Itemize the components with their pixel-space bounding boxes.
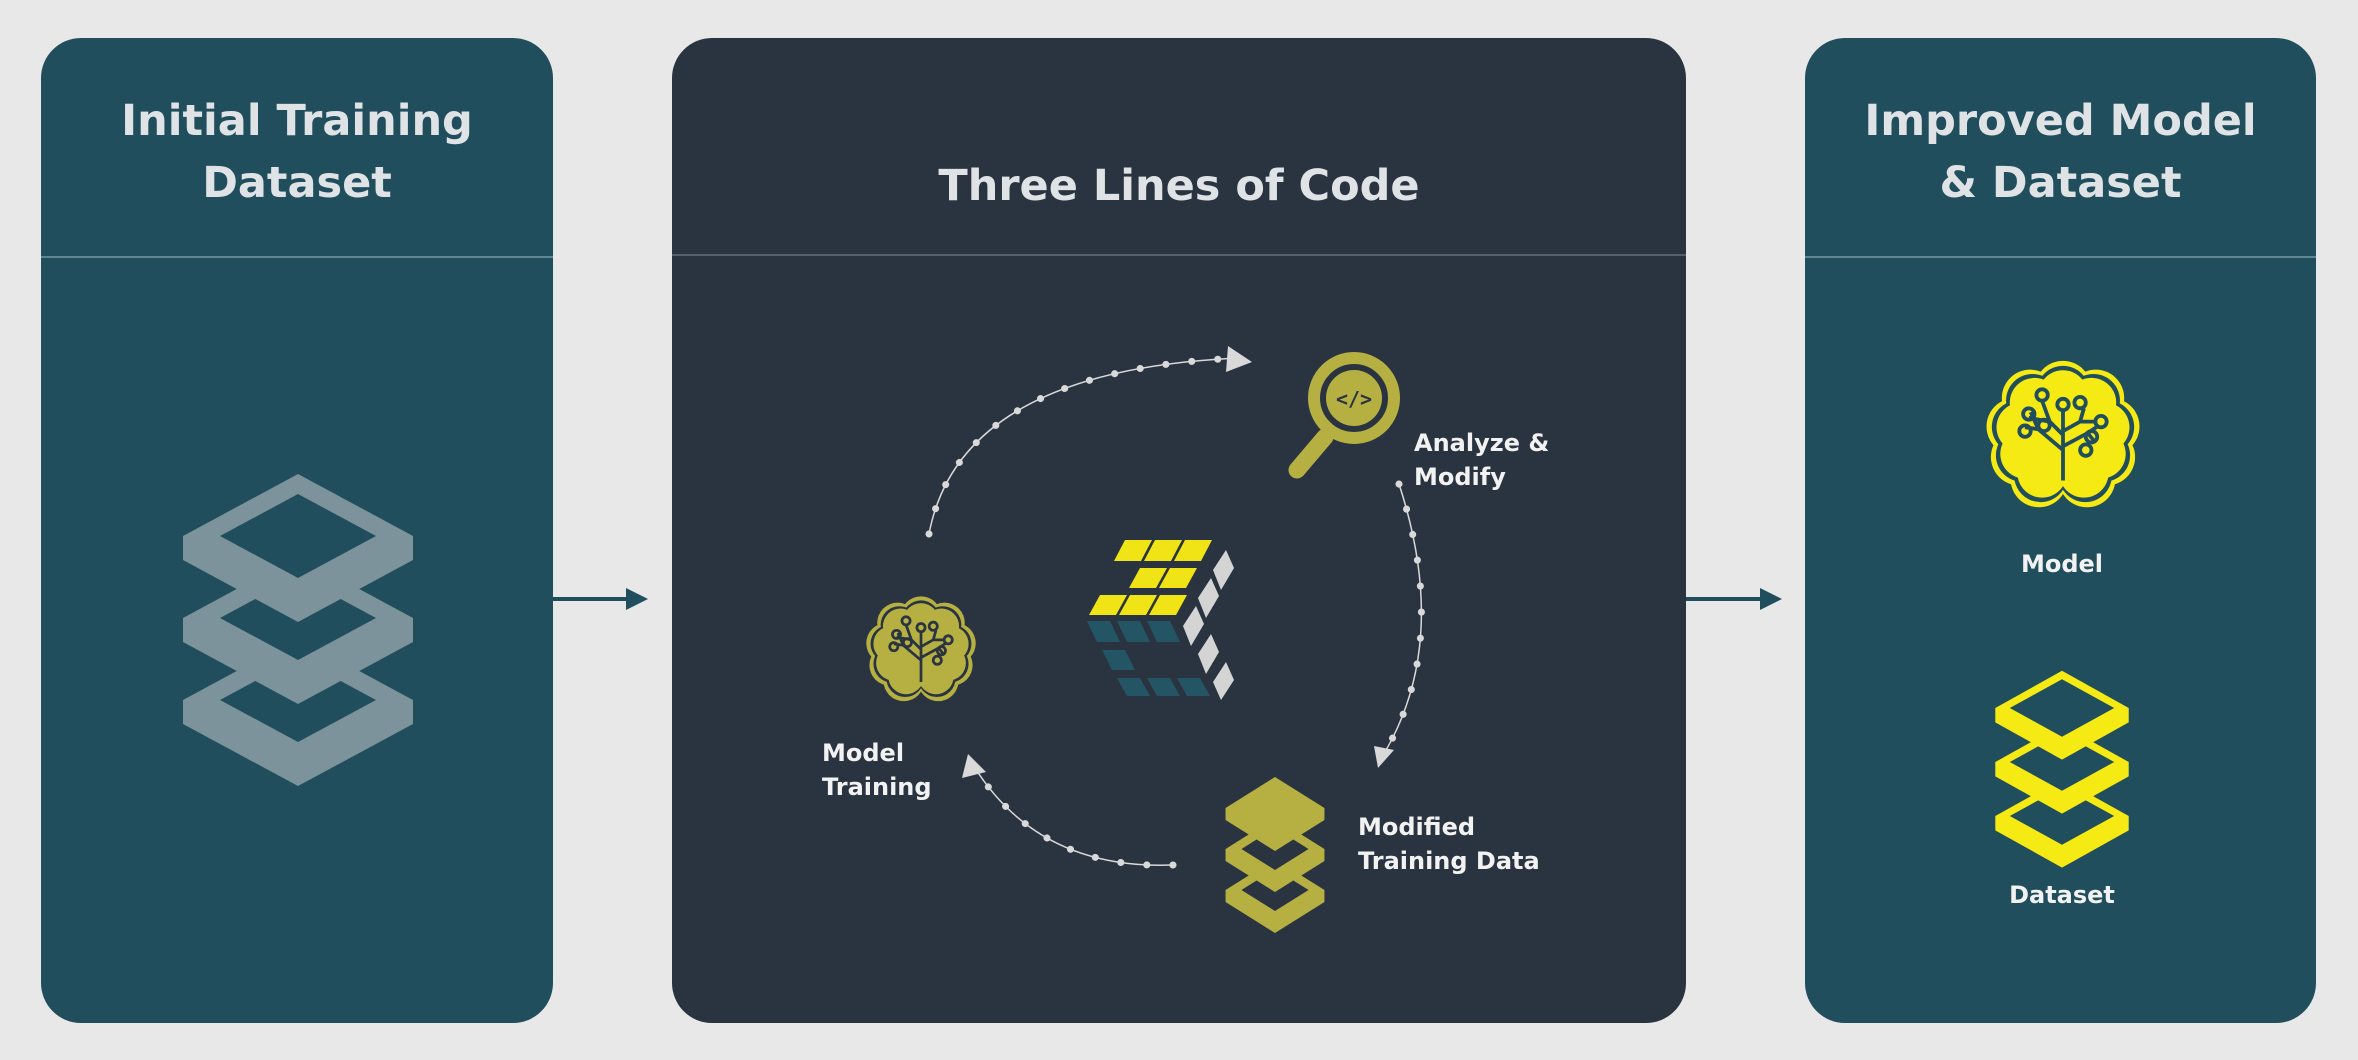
improved-model-brain-icon <box>1986 360 2140 508</box>
model-label: Model <box>2020 550 2104 578</box>
divider <box>41 256 553 258</box>
panel-title: Improved Model& Dataset <box>1864 96 2257 208</box>
three-lines-of-code-panel: Three Lines of Code <box>672 38 1686 1023</box>
cycle-arrow-right <box>1374 480 1425 768</box>
improved-dataset-stack-icon <box>1995 670 2129 868</box>
arrow-to-center <box>553 588 648 610</box>
panel-title: Three Lines of Code <box>938 161 1420 211</box>
model-training-brain-icon <box>866 596 976 702</box>
arrow-to-right <box>1686 588 1782 610</box>
dataset-stack-icon <box>183 474 413 786</box>
analyze-magnifier-icon: </> <box>1288 352 1400 479</box>
modified-data-stack-icon <box>1225 777 1325 933</box>
dataset-label: Dataset <box>2009 881 2115 909</box>
cycle-arrow-top <box>925 346 1252 538</box>
cube-logo-icon <box>1087 540 1234 700</box>
divider <box>672 254 1686 256</box>
svg-text:</>: </> <box>1336 387 1372 411</box>
analyze-modify-label: Analyze &Modify <box>1414 429 1550 491</box>
divider <box>1805 256 2316 258</box>
cycle-arrow-bottom <box>962 754 1177 869</box>
